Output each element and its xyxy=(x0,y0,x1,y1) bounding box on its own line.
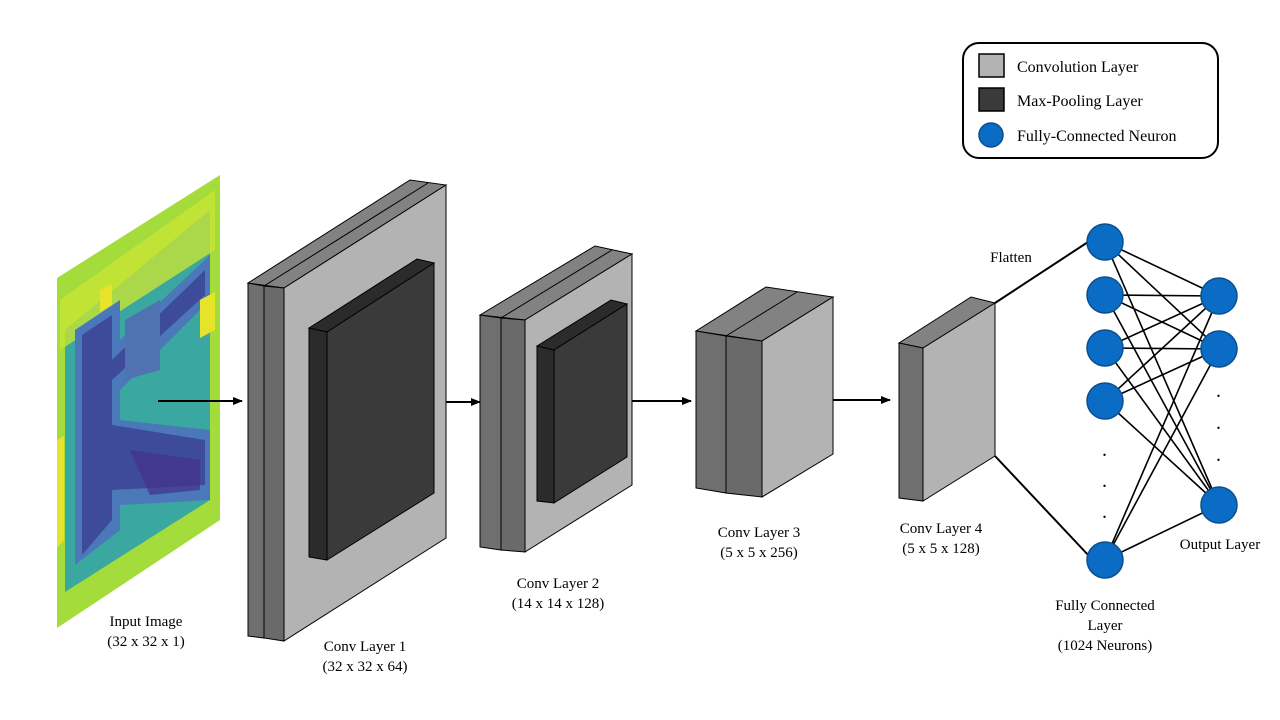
conv2-dims: (14 x 14 x 128) xyxy=(512,596,605,612)
legend-conv-swatch xyxy=(978,53,1005,78)
fc-connection-line xyxy=(1104,348,1220,402)
legend-neuron-label: Fully-Connected Neuron xyxy=(1017,128,1177,145)
output-neuron xyxy=(1200,330,1238,368)
fc-title-line2: Layer xyxy=(1088,618,1123,634)
output-layer-title: Output Layer xyxy=(1180,537,1260,553)
legend-box xyxy=(962,42,1219,159)
fc-ellipsis: . . . xyxy=(1102,439,1107,523)
flatten-label: Flatten xyxy=(990,250,1032,266)
fc-title-line1: Fully Connected xyxy=(1055,598,1155,614)
svg-text:.: . xyxy=(1102,470,1107,492)
conv3-front-face xyxy=(761,296,834,498)
conv4-dims: (5 x 5 x 128) xyxy=(902,541,980,557)
legend-neuron-swatch xyxy=(978,122,1004,148)
conv3-title: Conv Layer 3 xyxy=(718,525,800,541)
conv-layer-3-block xyxy=(694,286,835,498)
conv2-side-face-b xyxy=(500,317,526,553)
conv-layer-2-block xyxy=(478,245,634,553)
fc-neuron xyxy=(1086,541,1124,579)
input-image-dims: (32 x 32 x 1) xyxy=(107,634,185,650)
fc-connection-line xyxy=(1104,348,1220,561)
fc-connection-line xyxy=(1104,294,1220,297)
flatten-connectors xyxy=(994,241,1091,558)
fc-connection-line xyxy=(1104,295,1220,402)
fc-to-output-connections xyxy=(1104,241,1220,561)
output-ellipsis: . . . xyxy=(1216,380,1221,466)
conv3-side-face-b xyxy=(725,335,763,498)
svg-text:.: . xyxy=(1102,439,1107,461)
fc-neuron xyxy=(1086,382,1124,420)
fc-connection-line xyxy=(1104,241,1220,297)
fc-neuron xyxy=(1086,329,1124,367)
conv3-dims: (5 x 5 x 256) xyxy=(720,545,798,561)
svg-text:.: . xyxy=(1216,412,1221,434)
conv3-side-face-a xyxy=(695,330,727,494)
neurons xyxy=(1086,223,1238,579)
pool2-front-face xyxy=(553,303,628,504)
conv1-side-face-a xyxy=(247,282,265,639)
fc-connection-line xyxy=(1104,295,1220,349)
fc-connection-line xyxy=(1104,241,1220,506)
input-image xyxy=(57,175,220,628)
svg-text:.: . xyxy=(1102,501,1107,523)
legend-pool-label: Max-Pooling Layer xyxy=(1017,93,1143,110)
legend-conv-label: Convolution Layer xyxy=(1017,59,1139,76)
conv1-side-face-b xyxy=(263,285,285,642)
fc-connection-line xyxy=(1104,294,1220,506)
legend-pool-swatch xyxy=(978,87,1005,112)
fc-neuron xyxy=(1086,276,1124,314)
svg-text:.: . xyxy=(1216,444,1221,466)
labels: Input Image (32 x 32 x 1) Conv Layer 1 (… xyxy=(107,250,1260,675)
conv-layer-4-block xyxy=(897,296,997,502)
pool2-side-face xyxy=(536,345,555,504)
output-neuron xyxy=(1200,277,1238,315)
fc-dims: (1024 Neurons) xyxy=(1058,638,1153,654)
conv4-side-face xyxy=(898,342,924,502)
output-neuron xyxy=(1200,486,1238,524)
conv1-dims: (32 x 32 x 64) xyxy=(323,659,408,675)
pool1-side-face xyxy=(308,327,328,561)
svg-text:.: . xyxy=(1216,380,1221,402)
conv2-side-face-a xyxy=(479,314,502,551)
conv2-title: Conv Layer 2 xyxy=(517,576,599,592)
fc-neuron xyxy=(1086,223,1124,261)
pool1-front-face xyxy=(326,262,435,561)
legend: Convolution Layer Max-Pooling Layer Full… xyxy=(962,42,1219,159)
fc-connection-line xyxy=(1104,295,1220,561)
conv1-title: Conv Layer 1 xyxy=(324,639,406,655)
conv-layer-1-block xyxy=(246,179,448,642)
input-image-title: Input Image xyxy=(110,614,183,630)
conv4-title: Conv Layer 4 xyxy=(900,521,983,537)
fc-connection-line xyxy=(1104,504,1220,561)
